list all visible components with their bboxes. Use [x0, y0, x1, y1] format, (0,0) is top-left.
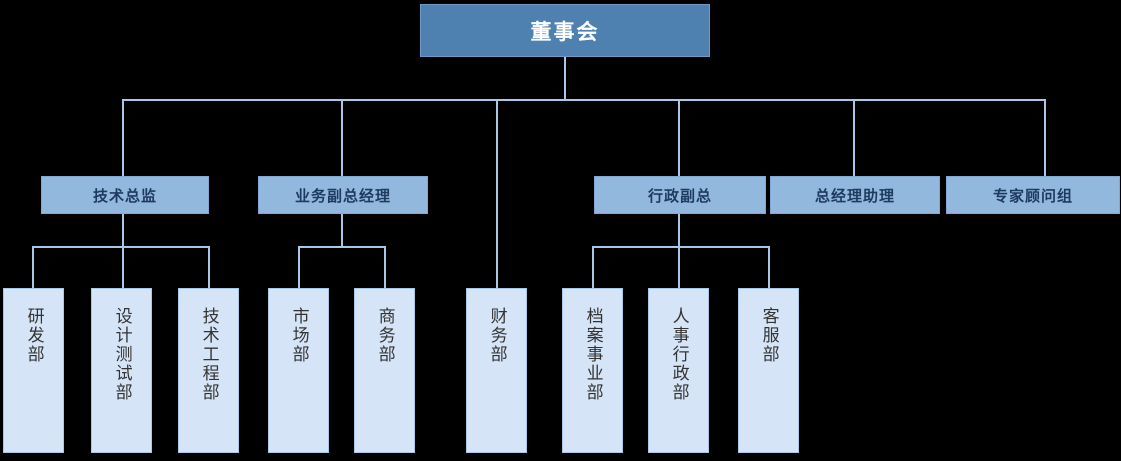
- connector-board-stem: [564, 57, 566, 101]
- node-commerce-dept[interactable]: 商务部: [354, 288, 415, 453]
- connector-adminvp-stem: [678, 214, 680, 248]
- connector-cto-bus: [32, 246, 210, 248]
- node-design-test-dept-label: 设计测试部: [112, 307, 132, 402]
- node-rnd-dept[interactable]: 研发部: [3, 288, 64, 453]
- node-gm-assistant-label: 总经理助理: [814, 187, 895, 205]
- node-archive-dept-label: 档案事业部: [583, 307, 603, 402]
- node-cto[interactable]: 技术总监: [41, 176, 209, 214]
- node-hr-admin-dept[interactable]: 人事行政部: [648, 288, 709, 453]
- connector-bizvp-bus: [298, 246, 386, 248]
- connector-level2-bus: [122, 99, 1046, 101]
- node-business-vp[interactable]: 业务副总经理: [258, 176, 428, 214]
- node-archive-dept[interactable]: 档案事业部: [562, 288, 623, 453]
- node-marketing-dept[interactable]: 市场部: [268, 288, 329, 453]
- connector-drop-hr: [678, 246, 680, 289]
- connector-drop-finance: [496, 99, 498, 289]
- connector-drop-cto: [122, 99, 124, 177]
- node-hr-admin-dept-label: 人事行政部: [669, 307, 689, 402]
- connector-adminvp-bus: [592, 246, 770, 248]
- node-marketing-dept-label: 市场部: [289, 307, 309, 364]
- node-customer-support-dept-label: 客服部: [759, 307, 779, 364]
- connector-drop-adminvp: [678, 99, 680, 177]
- node-finance-dept-label: 财务部: [487, 307, 507, 364]
- connector-cto-stem: [122, 214, 124, 248]
- node-tech-engineering-dept-label: 技术工程部: [199, 307, 219, 402]
- node-advisory-group[interactable]: 专家顾问组: [946, 176, 1120, 214]
- node-customer-support-dept[interactable]: 客服部: [738, 288, 799, 453]
- connector-drop-bizvp: [341, 99, 343, 177]
- node-admin-vp-label: 行政副总: [647, 187, 712, 205]
- node-board-label: 董事会: [530, 20, 600, 44]
- node-admin-vp[interactable]: 行政副总: [594, 176, 766, 214]
- connector-drop-advisory: [1044, 99, 1046, 177]
- connector-drop-archive: [592, 246, 594, 289]
- connector-drop-market: [298, 246, 300, 289]
- node-cto-label: 技术总监: [92, 187, 157, 205]
- connector-drop-commerce: [384, 246, 386, 289]
- connector-drop-support: [768, 246, 770, 289]
- connector-drop-eng: [208, 246, 210, 289]
- node-advisory-group-label: 专家顾问组: [992, 187, 1073, 205]
- node-business-vp-label: 业务副总经理: [294, 187, 391, 205]
- connector-bizvp-stem: [341, 214, 343, 248]
- node-finance-dept[interactable]: 财务部: [466, 288, 527, 453]
- node-tech-engineering-dept[interactable]: 技术工程部: [178, 288, 239, 453]
- node-rnd-dept-label: 研发部: [24, 307, 44, 364]
- connector-drop-qa: [122, 246, 124, 289]
- node-design-test-dept[interactable]: 设计测试部: [91, 288, 152, 453]
- node-gm-assistant[interactable]: 总经理助理: [770, 176, 940, 214]
- node-commerce-dept-label: 商务部: [375, 307, 395, 364]
- node-board[interactable]: 董事会: [420, 4, 710, 57]
- connector-drop-gmassist: [853, 99, 855, 177]
- connector-drop-rnd: [32, 246, 34, 289]
